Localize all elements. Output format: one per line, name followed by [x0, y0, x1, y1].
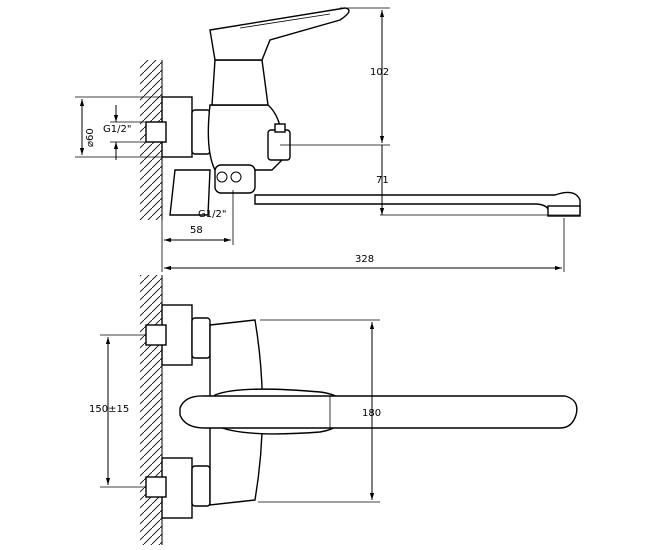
front-view: 150±15 180	[89, 275, 578, 545]
dim-height-top: 102	[370, 67, 389, 78]
dim-spout-height: 71	[376, 175, 389, 186]
dim-diameter: ⌀60	[85, 128, 96, 147]
aerator	[547, 205, 581, 217]
wall-front	[140, 275, 162, 545]
dim-total-length: 328	[355, 254, 374, 265]
upper-flange	[161, 304, 193, 366]
union-nut	[191, 109, 211, 155]
dim-thread-lower: G1/2"	[198, 209, 226, 220]
dim-thread-upper: G1/2"	[103, 124, 131, 135]
lever-handle	[209, 7, 350, 61]
lower-inlet	[169, 169, 211, 216]
cartridge-housing	[211, 59, 269, 106]
spout-collar	[214, 164, 256, 194]
dim-wall-depth: 58	[190, 225, 203, 236]
spout-side	[254, 191, 581, 214]
dim-front-height: 180	[362, 408, 381, 419]
inlet-pipe	[145, 121, 167, 143]
dim-center-distance: 150±15	[89, 404, 129, 415]
lower-flange	[161, 457, 193, 519]
side-view: 102 71 ⌀60 G1/2" G1/2" 58 328	[75, 7, 581, 272]
mixer-body	[207, 104, 284, 171]
spout-front	[179, 395, 578, 429]
